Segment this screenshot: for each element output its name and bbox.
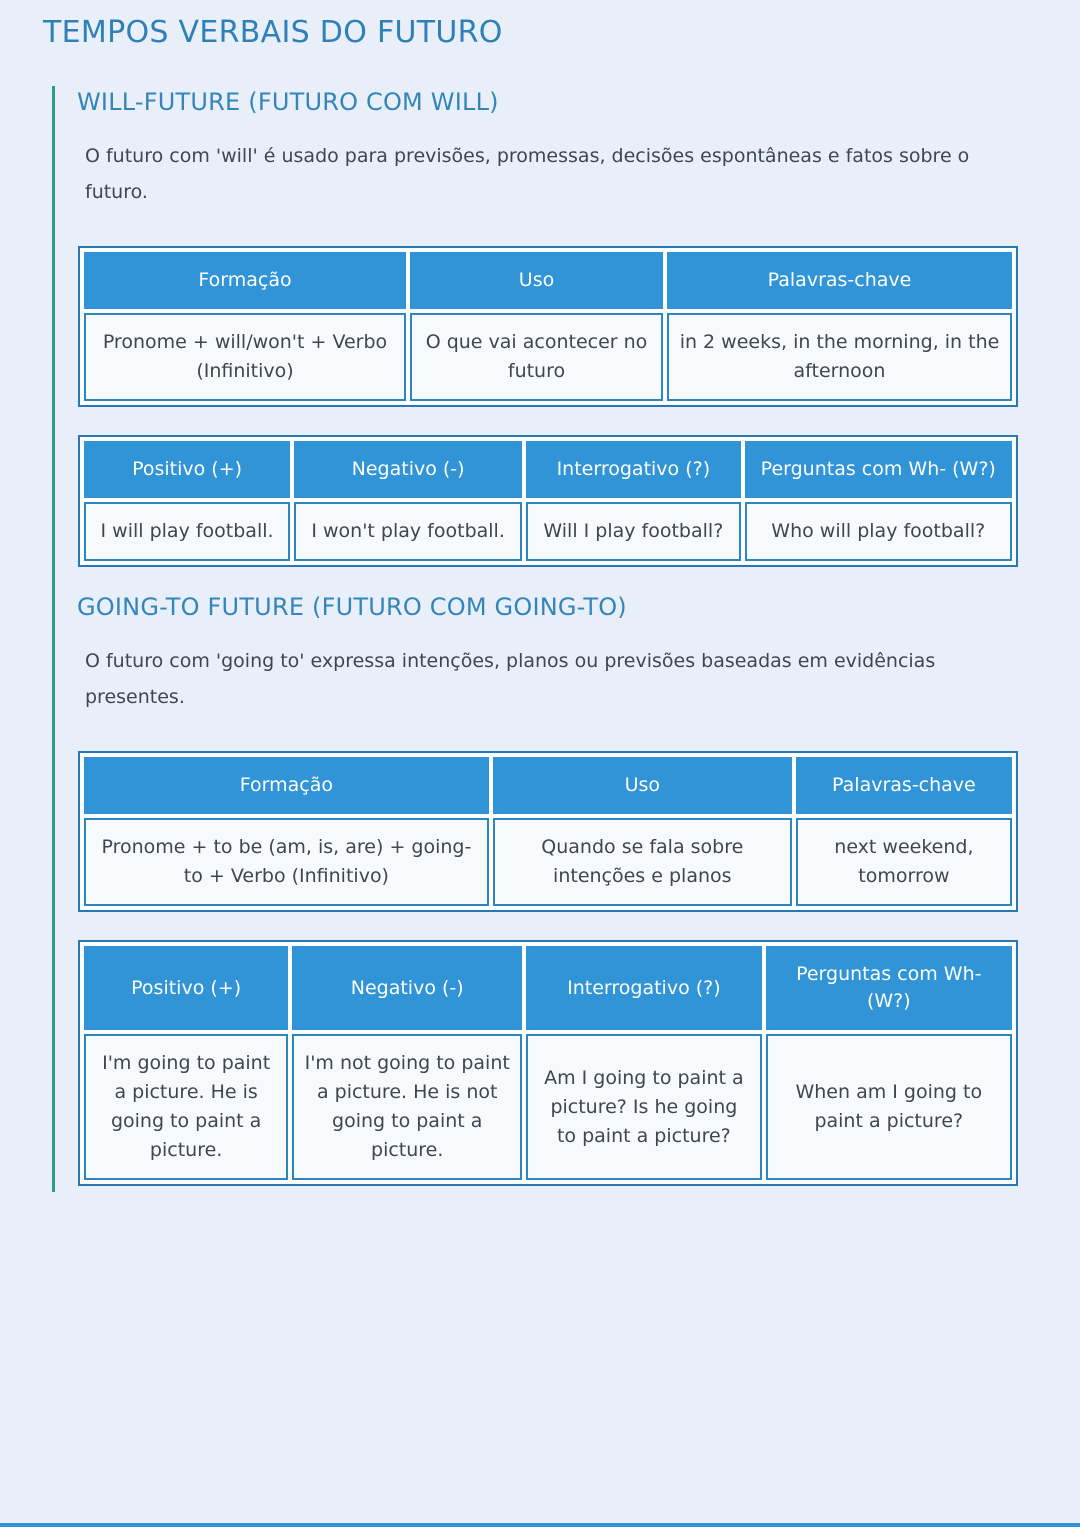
cell-uso: Quando se fala sobre intenções e planos (492, 818, 792, 906)
section-will-future: WILL-FUTURE (FUTURO COM WILL) O futuro c… (77, 88, 1020, 567)
table-row: I will play football. I won't play footb… (84, 502, 1012, 561)
column-header-palavras-chave: Palavras-chave (795, 757, 1012, 814)
cell-formacao: Pronome + to be (am, is, are) + going-to… (84, 818, 489, 906)
cell-wh: Who will play football? (744, 502, 1012, 561)
cell-uso: O que vai acontecer no futuro (410, 313, 663, 401)
column-header-negativo: Negativo (-) (292, 946, 523, 1030)
cell-interrogativo: Am I going to paint a picture? Is he goi… (526, 1034, 762, 1180)
table-header-row: Formação Uso Palavras-chave (84, 757, 1012, 814)
table-header-row: Formação Uso Palavras-chave (84, 252, 1012, 309)
cell-positivo: I will play football. (84, 502, 291, 561)
cell-palavras-chave: in 2 weeks, in the morning, in the after… (667, 313, 1012, 401)
cell-interrogativo: Will I play football? (526, 502, 741, 561)
column-header-positivo: Positivo (+) (84, 441, 291, 498)
column-header-wh: Perguntas com Wh- (W?) (744, 441, 1012, 498)
table-header-row: Positivo (+) Negativo (-) Interrogativo … (84, 946, 1012, 1030)
section-heading-going-to: GOING-TO FUTURE (FUTURO COM GOING-TO) (77, 593, 627, 621)
will-formation-table: Formação Uso Palavras-chave Pronome + wi… (78, 246, 1018, 407)
section-description-going-to: O futuro com 'going to' expressa intençõ… (85, 650, 936, 708)
column-header-uso: Uso (492, 757, 792, 814)
table-row: Pronome + to be (am, is, are) + going-to… (84, 818, 1012, 906)
section-heading-will: WILL-FUTURE (FUTURO COM WILL) (77, 88, 499, 116)
column-header-wh: Perguntas com Wh- (W?) (765, 946, 1012, 1030)
column-header-interrogativo: Interrogativo (?) (526, 441, 741, 498)
column-header-positivo: Positivo (+) (84, 946, 289, 1030)
cell-negativo: I won't play football. (294, 502, 523, 561)
document-page: TEMPOS VERBAIS DO FUTURO WILL-FUTURE (FU… (0, 15, 1080, 1527)
bottom-accent-bar (0, 1523, 1080, 1527)
will-forms-table: Positivo (+) Negativo (-) Interrogativo … (78, 435, 1018, 567)
cell-positivo: I'm going to paint a picture. He is goin… (84, 1034, 289, 1180)
column-header-interrogativo: Interrogativo (?) (526, 946, 762, 1030)
cell-formacao: Pronome + will/won't + Verbo (Infinitivo… (84, 313, 406, 401)
going-to-forms-table: Positivo (+) Negativo (-) Interrogativo … (78, 940, 1018, 1186)
table-row: Pronome + will/won't + Verbo (Infinitivo… (84, 313, 1012, 401)
column-header-uso: Uso (410, 252, 663, 309)
column-header-formacao: Formação (84, 252, 406, 309)
column-header-negativo: Negativo (-) (294, 441, 523, 498)
table-header-row: Positivo (+) Negativo (-) Interrogativo … (84, 441, 1012, 498)
page-title: TEMPOS VERBAIS DO FUTURO (43, 15, 503, 50)
accent-line (52, 86, 55, 1192)
cell-palavras-chave: next weekend, tomorrow (795, 818, 1012, 906)
table-row: I'm going to paint a picture. He is goin… (84, 1034, 1012, 1180)
cell-negativo: I'm not going to paint a picture. He is … (292, 1034, 523, 1180)
section-description-will: O futuro com 'will' é usado para previsõ… (85, 145, 970, 203)
column-header-formacao: Formação (84, 757, 489, 814)
column-header-palavras-chave: Palavras-chave (667, 252, 1012, 309)
content-rail: WILL-FUTURE (FUTURO COM WILL) O futuro c… (52, 86, 1060, 1192)
cell-wh: When am I going to paint a picture? (765, 1034, 1012, 1180)
section-going-to-future: GOING-TO FUTURE (FUTURO COM GOING-TO) O … (77, 593, 1020, 1186)
going-to-formation-table: Formação Uso Palavras-chave Pronome + to… (78, 751, 1018, 912)
